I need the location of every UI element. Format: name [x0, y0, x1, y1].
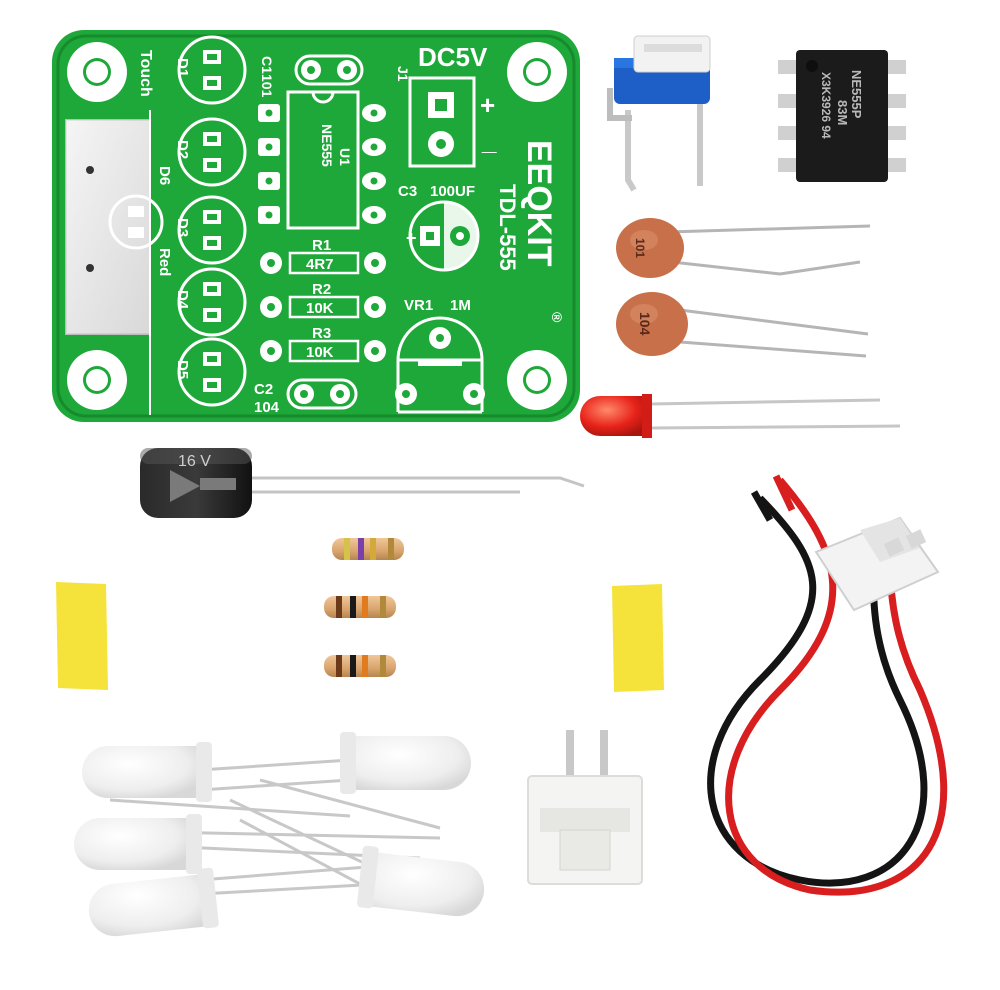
brand-logo: EEQKIT [520, 140, 558, 267]
c3-label: C3 [398, 183, 417, 200]
minus-label: _ [481, 126, 497, 156]
c2-value: 104 [254, 399, 280, 416]
electrolytic-rating: 16 V [178, 453, 211, 470]
u1-footprint [258, 90, 386, 230]
jst-header [527, 730, 643, 885]
u1-label: U1 [337, 148, 353, 166]
red-led [580, 394, 901, 438]
r3-value: 10K [306, 344, 334, 361]
resistor-10k-2 [104, 655, 614, 677]
j1-label: J1 [395, 66, 411, 82]
d6-color-label: Red [156, 248, 173, 276]
ceramic-cap-2-label: 104 [637, 312, 653, 336]
c1-value: 101 [259, 74, 275, 98]
c1-label: C1 [259, 56, 275, 74]
d1-label: D1 [174, 58, 191, 77]
white-led-4 [340, 732, 471, 794]
r1-value: 4R7 [306, 256, 334, 273]
r1-label: R1 [312, 237, 331, 254]
c2-footprint [286, 378, 358, 410]
vr1-value: 1M [450, 297, 471, 314]
chip-marking-2: 83M [835, 100, 850, 125]
resistor-10k-1 [104, 596, 614, 618]
d4-label: D4 [174, 290, 191, 310]
ceramic-cap-1-label: 101 [633, 238, 647, 258]
c3-value: 100UF [430, 183, 475, 200]
vr1-footprint [395, 316, 485, 414]
model-label: TDL-555 [495, 184, 520, 271]
c3-footprint: + [406, 200, 480, 272]
wire-connector-plug [814, 516, 940, 612]
ceramic-capacitor-104: 104 [616, 292, 869, 358]
electrolytic-capacitor: 16 V [140, 448, 585, 518]
white-led-1 [82, 742, 212, 802]
d6-label: D6 [156, 166, 173, 185]
resistor-4r7 [100, 538, 618, 560]
j1-footprint [408, 76, 476, 168]
c1-footprint [294, 54, 364, 86]
wire-harness [707, 474, 948, 896]
trimmer-potentiometer [607, 35, 711, 192]
r3-label: R3 [312, 325, 331, 342]
ceramic-capacitor-101: 101 [616, 218, 871, 278]
chip-marking-1: NE555P [849, 70, 864, 119]
d3-label: D3 [174, 218, 191, 237]
d2-label: D2 [174, 140, 191, 159]
ne555-chip: NE555P 83M X3K3926 94 [778, 50, 906, 182]
white-led-2 [74, 814, 202, 874]
resistor-footprints [260, 251, 386, 363]
power-label: DC5V [418, 42, 488, 72]
u1-part: NE555 [319, 124, 335, 167]
pcb-board: Touch D1 D2 D3 D4 D5 D6 Red C1 101 [52, 30, 580, 422]
white-led-3 [88, 867, 219, 937]
vr1-label: VR1 [404, 297, 433, 314]
chip-marking-3: X3K3926 94 [819, 72, 833, 139]
c2-label: C2 [254, 381, 273, 398]
touch-label: Touch [137, 50, 154, 97]
registered-mark: ® [549, 312, 565, 323]
plus-label: + [480, 90, 495, 120]
mounting-holes [67, 42, 567, 410]
r2-value: 10K [306, 300, 334, 317]
led-footprints [108, 35, 247, 407]
svg-text:+: + [406, 228, 417, 248]
yellow-tape [56, 582, 664, 692]
r2-label: R2 [312, 281, 331, 298]
white-led-5 [357, 845, 485, 917]
d5-label: D5 [174, 360, 191, 379]
pcb-substrate [52, 30, 580, 422]
white-leds [74, 732, 485, 937]
